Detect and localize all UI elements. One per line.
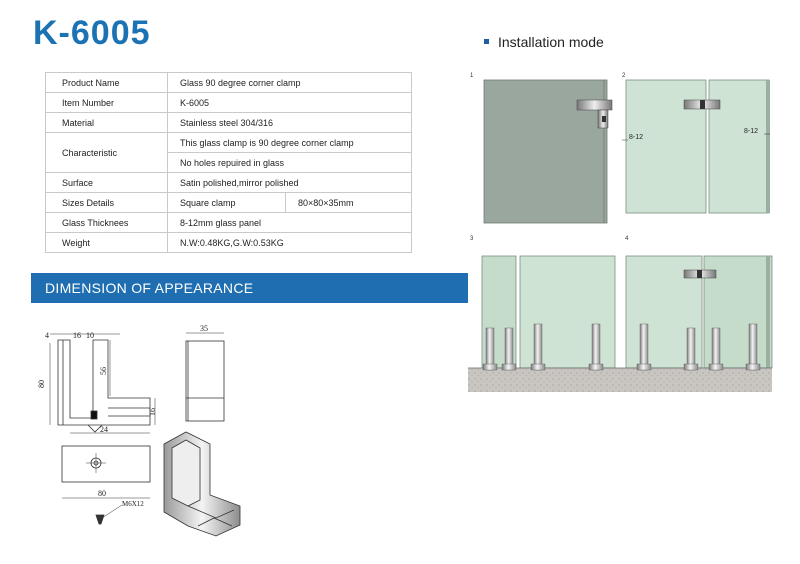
glass-range-b: 8-12 <box>744 128 758 135</box>
material-label: Material <box>45 112 168 133</box>
product-name-label: Product Name <box>45 72 168 93</box>
side-profile-drawing <box>185 332 225 422</box>
table-row: Item Number K-6005 <box>45 92 412 113</box>
dim-10: 10 <box>86 331 94 340</box>
characteristic-value-2: No holes repuired in glass <box>167 152 412 173</box>
spec-table: Product Name Glass 90 degree corner clam… <box>45 72 412 253</box>
glass-label: Glass Thicknees <box>45 212 168 233</box>
dim-35: 35 <box>200 324 208 333</box>
characteristic-value-1: This glass clamp is 90 degree corner cla… <box>167 132 412 153</box>
table-row: Material Stainless steel 304/316 <box>45 112 412 133</box>
install-step-2: 2 8-12 8-12 <box>622 73 770 214</box>
table-row: Surface Satin polished,mirror polished <box>45 172 412 193</box>
table-row: Sizes Details Square clamp 80×80×35mm <box>45 192 412 213</box>
floor-ground <box>468 368 772 392</box>
dim-56: 56 <box>99 367 108 375</box>
surface-label: Surface <box>45 172 168 193</box>
dim-16: 16 <box>73 331 81 340</box>
bullet-square-icon <box>484 38 489 44</box>
surface-value: Satin polished,mirror polished <box>167 172 412 193</box>
dim-16b: 16 <box>148 408 157 416</box>
material-value: Stainless steel 304/316 <box>167 112 412 133</box>
dim-80-bottom: 80 <box>98 489 106 498</box>
sizes-value-1: Square clamp <box>167 192 286 213</box>
step-number-1: 1 <box>470 73 474 79</box>
characteristic-label: Characteristic <box>45 132 168 173</box>
front-profile-drawing <box>49 333 156 434</box>
table-row: Product Name Glass 90 degree corner clam… <box>45 72 412 93</box>
dim-80-side: 80 <box>37 380 46 388</box>
sizes-value-2: 80×80×35mm <box>285 192 412 213</box>
installation-heading: Installation mode <box>484 34 604 50</box>
dimension-section-title: DIMENSION OF APPEARANCE <box>45 280 254 296</box>
glass-range-a: 8-12 <box>629 134 643 141</box>
dim-screw: M6X12 <box>122 500 144 508</box>
product-name-value: Glass 90 degree corner clamp <box>167 72 412 93</box>
step-number-3: 3 <box>470 236 474 242</box>
glass-value: 8-12mm glass panel <box>167 212 412 233</box>
table-row: Weight N.W:0.48KG,G.W:0.53KG <box>45 232 412 253</box>
table-row: Glass Thicknees 8-12mm glass panel <box>45 212 412 233</box>
install-step-3: 3 <box>470 236 616 369</box>
install-step-1: 1 <box>470 73 613 224</box>
spigot-posts <box>482 323 761 371</box>
dim-4: 4 <box>45 331 49 340</box>
table-row: Characteristic This glass clamp is 90 de… <box>45 132 412 173</box>
step-number-4: 4 <box>625 236 629 242</box>
installation-heading-text: Installation mode <box>498 34 604 50</box>
install-step-4: 4 <box>625 236 773 369</box>
item-number-value: K-6005 <box>167 92 412 113</box>
dimension-section-bar: DIMENSION OF APPEARANCE <box>31 273 468 303</box>
step-number-2: 2 <box>622 73 626 79</box>
sizes-label: Sizes Details <box>45 192 168 213</box>
weight-label: Weight <box>45 232 168 253</box>
weight-value: N.W:0.48KG,G.W:0.53KG <box>167 232 412 253</box>
bottom-plate-drawing <box>61 445 151 525</box>
product-code-title: K-6005 <box>33 14 151 52</box>
dim-24: 24 <box>100 425 108 434</box>
isometric-clamp-drawing <box>163 431 241 537</box>
item-number-label: Item Number <box>45 92 168 113</box>
